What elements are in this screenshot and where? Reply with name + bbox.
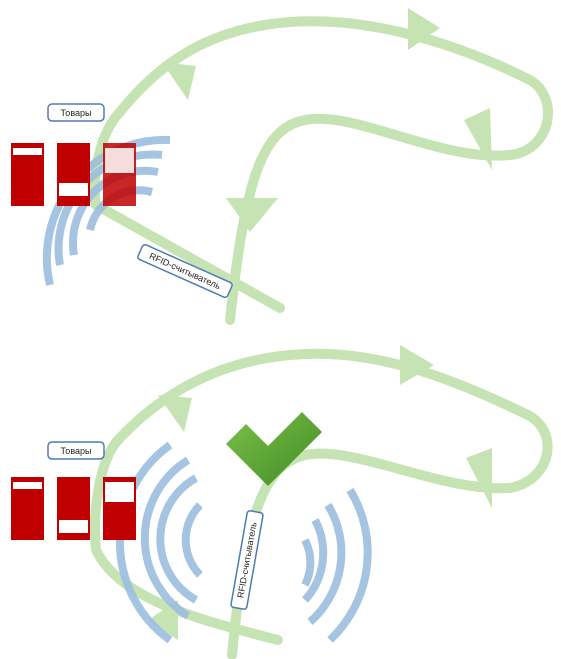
goods-item-label <box>105 482 134 502</box>
goods-label: Товары <box>48 104 104 121</box>
rfid-signal-waves-right <box>305 490 368 640</box>
goods-stack <box>11 477 136 540</box>
movement-path <box>95 21 548 320</box>
arrow-icon <box>464 108 492 170</box>
path-arrows <box>148 345 492 640</box>
goods-label-text: Товары <box>61 446 92 456</box>
rfid-reader-label: RFID-считыватель <box>231 510 264 609</box>
top-panel: Товары RFID-считыватель <box>11 8 548 320</box>
goods-item-label <box>13 482 42 489</box>
arrow-icon <box>162 62 196 100</box>
goods-item-label <box>13 148 42 155</box>
goods-stack <box>11 143 136 206</box>
arrow-icon <box>466 448 492 508</box>
goods-item-label <box>105 148 134 173</box>
arrow-icon <box>226 198 278 232</box>
checkmark-icon <box>226 412 322 486</box>
bottom-panel: Товары RFID-считыватель <box>11 345 548 655</box>
goods-label: Товары <box>48 442 104 459</box>
goods-item-label <box>59 183 88 196</box>
arrow-icon <box>158 395 192 432</box>
goods-label-text: Товары <box>61 108 92 118</box>
goods-item-label <box>59 520 88 533</box>
goods-item <box>57 143 90 206</box>
arrow-icon <box>400 345 434 385</box>
